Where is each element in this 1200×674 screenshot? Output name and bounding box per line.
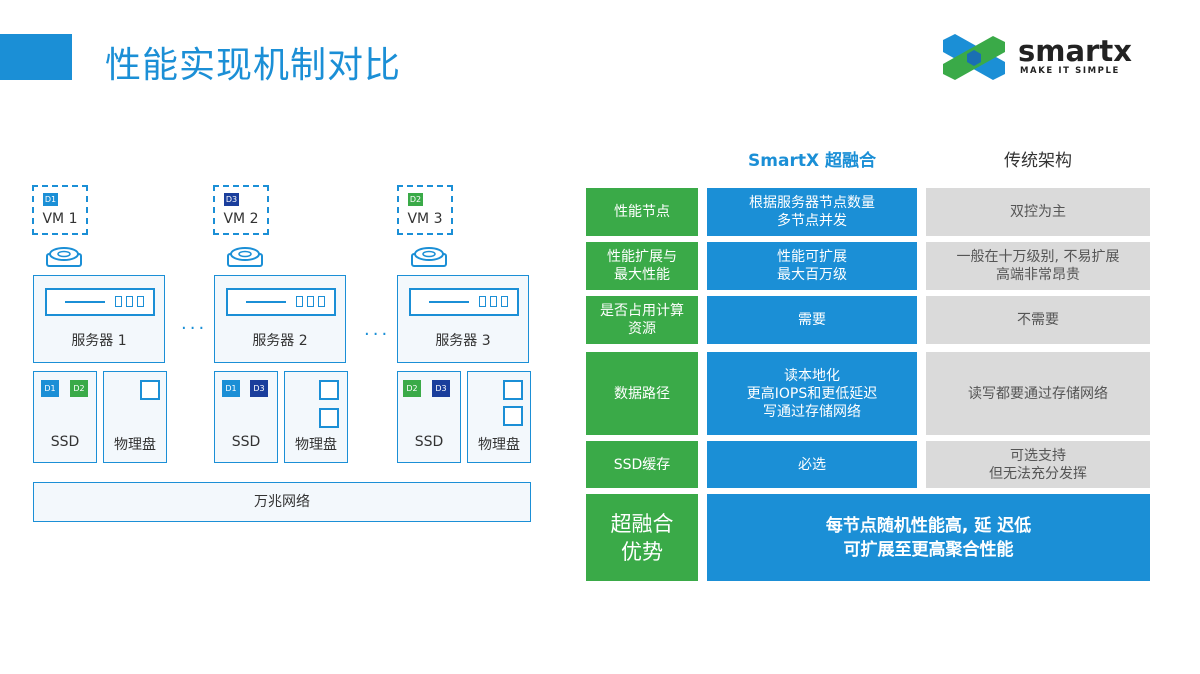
vm-data-tag: D2 — [408, 193, 423, 206]
traditional-cell: 不需要 — [926, 296, 1150, 344]
row-label: 数据路径 — [586, 352, 698, 435]
ellipsis-dots: ··· — [364, 324, 391, 345]
vm-data-tag: D3 — [224, 193, 239, 206]
ssd-box: D1 D2 SSD — [33, 371, 97, 463]
ssd-label: SSD — [231, 434, 261, 450]
disk-slot-icon — [140, 380, 160, 400]
vm-box-1: D1 VM 1 — [32, 185, 88, 235]
ssd-label: SSD — [414, 434, 444, 450]
disk-slot-icon — [503, 406, 523, 426]
data-block-tag: D1 — [41, 380, 59, 397]
data-block-tag: D2 — [70, 380, 88, 397]
smartx-cell: 读本地化 更高IOPS和更低延迟 写通过存储网络 — [707, 352, 917, 435]
ellipsis-dots: ··· — [181, 318, 208, 339]
vm-data-tag: D1 — [43, 193, 58, 206]
virtual-disk-icon — [227, 247, 263, 267]
traditional-cell: 可选支持 但无法充分发挥 — [926, 441, 1150, 488]
row-label: 性能扩展与 最大性能 — [586, 242, 698, 290]
vm-label: VM 1 — [42, 211, 78, 227]
vm-label: VM 2 — [223, 211, 259, 227]
traditional-cell: 一般在十万级别, 不易扩展 高端非常昂贵 — [926, 242, 1150, 290]
physical-disk-box: 物理盘 — [467, 371, 531, 463]
smartx-logo-icon — [943, 34, 1005, 80]
advantage-text: 每节点随机性能高, 延 迟低 可扩展至更高聚合性能 — [707, 494, 1150, 581]
data-block-tag: D3 — [250, 380, 268, 397]
smartx-cell: 必选 — [707, 441, 917, 488]
server-node-3: 服务器 3 — [397, 275, 529, 363]
disk-slot-icon — [503, 380, 523, 400]
server-panel-icon — [45, 288, 155, 316]
server-panel-icon — [409, 288, 519, 316]
server-panel-icon — [226, 288, 336, 316]
physical-disk-box: 物理盘 — [284, 371, 348, 463]
page-title: 性能实现机制对比 — [105, 45, 402, 86]
column-header-smartx: SmartX 超融合 — [748, 151, 876, 171]
vm-box-3: D2 VM 3 — [397, 185, 453, 235]
ssd-label: SSD — [50, 434, 80, 450]
row-label: 是否占用计算 资源 — [586, 296, 698, 344]
smartx-cell: 根据服务器节点数量 多节点并发 — [707, 188, 917, 236]
row-label: SSD缓存 — [586, 441, 698, 488]
vm-label: VM 3 — [407, 211, 443, 227]
server-label: 服务器 2 — [252, 333, 308, 349]
physical-disk-label: 物理盘 — [478, 437, 520, 453]
logo-tagline: MAKE IT SIMPLE — [1020, 66, 1120, 76]
data-block-tag: D2 — [403, 380, 421, 397]
column-header-traditional: 传统架构 — [1004, 151, 1072, 171]
disk-slot-icon — [319, 408, 339, 428]
server-node-2: 服务器 2 — [214, 275, 346, 363]
physical-disk-box: 物理盘 — [103, 371, 167, 463]
data-block-tag: D3 — [432, 380, 450, 397]
virtual-disk-icon — [411, 247, 447, 267]
server-label: 服务器 3 — [435, 333, 491, 349]
physical-disk-label: 物理盘 — [114, 437, 156, 453]
ssd-box: D1 D3 SSD — [214, 371, 278, 463]
data-block-tag: D1 — [222, 380, 240, 397]
server-label: 服务器 1 — [71, 333, 127, 349]
title-accent-bar — [0, 34, 72, 80]
traditional-cell: 双控为主 — [926, 188, 1150, 236]
logo-wordmark: smartx — [1018, 34, 1132, 68]
network-bar: 万兆网络 — [33, 482, 531, 522]
ssd-box: D2 D3 SSD — [397, 371, 461, 463]
vm-box-2: D3 VM 2 — [213, 185, 269, 235]
server-node-1: 服务器 1 — [33, 275, 165, 363]
disk-slot-icon — [319, 380, 339, 400]
smartx-cell: 性能可扩展 最大百万级 — [707, 242, 917, 290]
smartx-cell: 需要 — [707, 296, 917, 344]
virtual-disk-icon — [46, 247, 82, 267]
advantage-label: 超融合 优势 — [586, 494, 698, 581]
row-label: 性能节点 — [586, 188, 698, 236]
traditional-cell: 读写都要通过存储网络 — [926, 352, 1150, 435]
physical-disk-label: 物理盘 — [295, 437, 337, 453]
